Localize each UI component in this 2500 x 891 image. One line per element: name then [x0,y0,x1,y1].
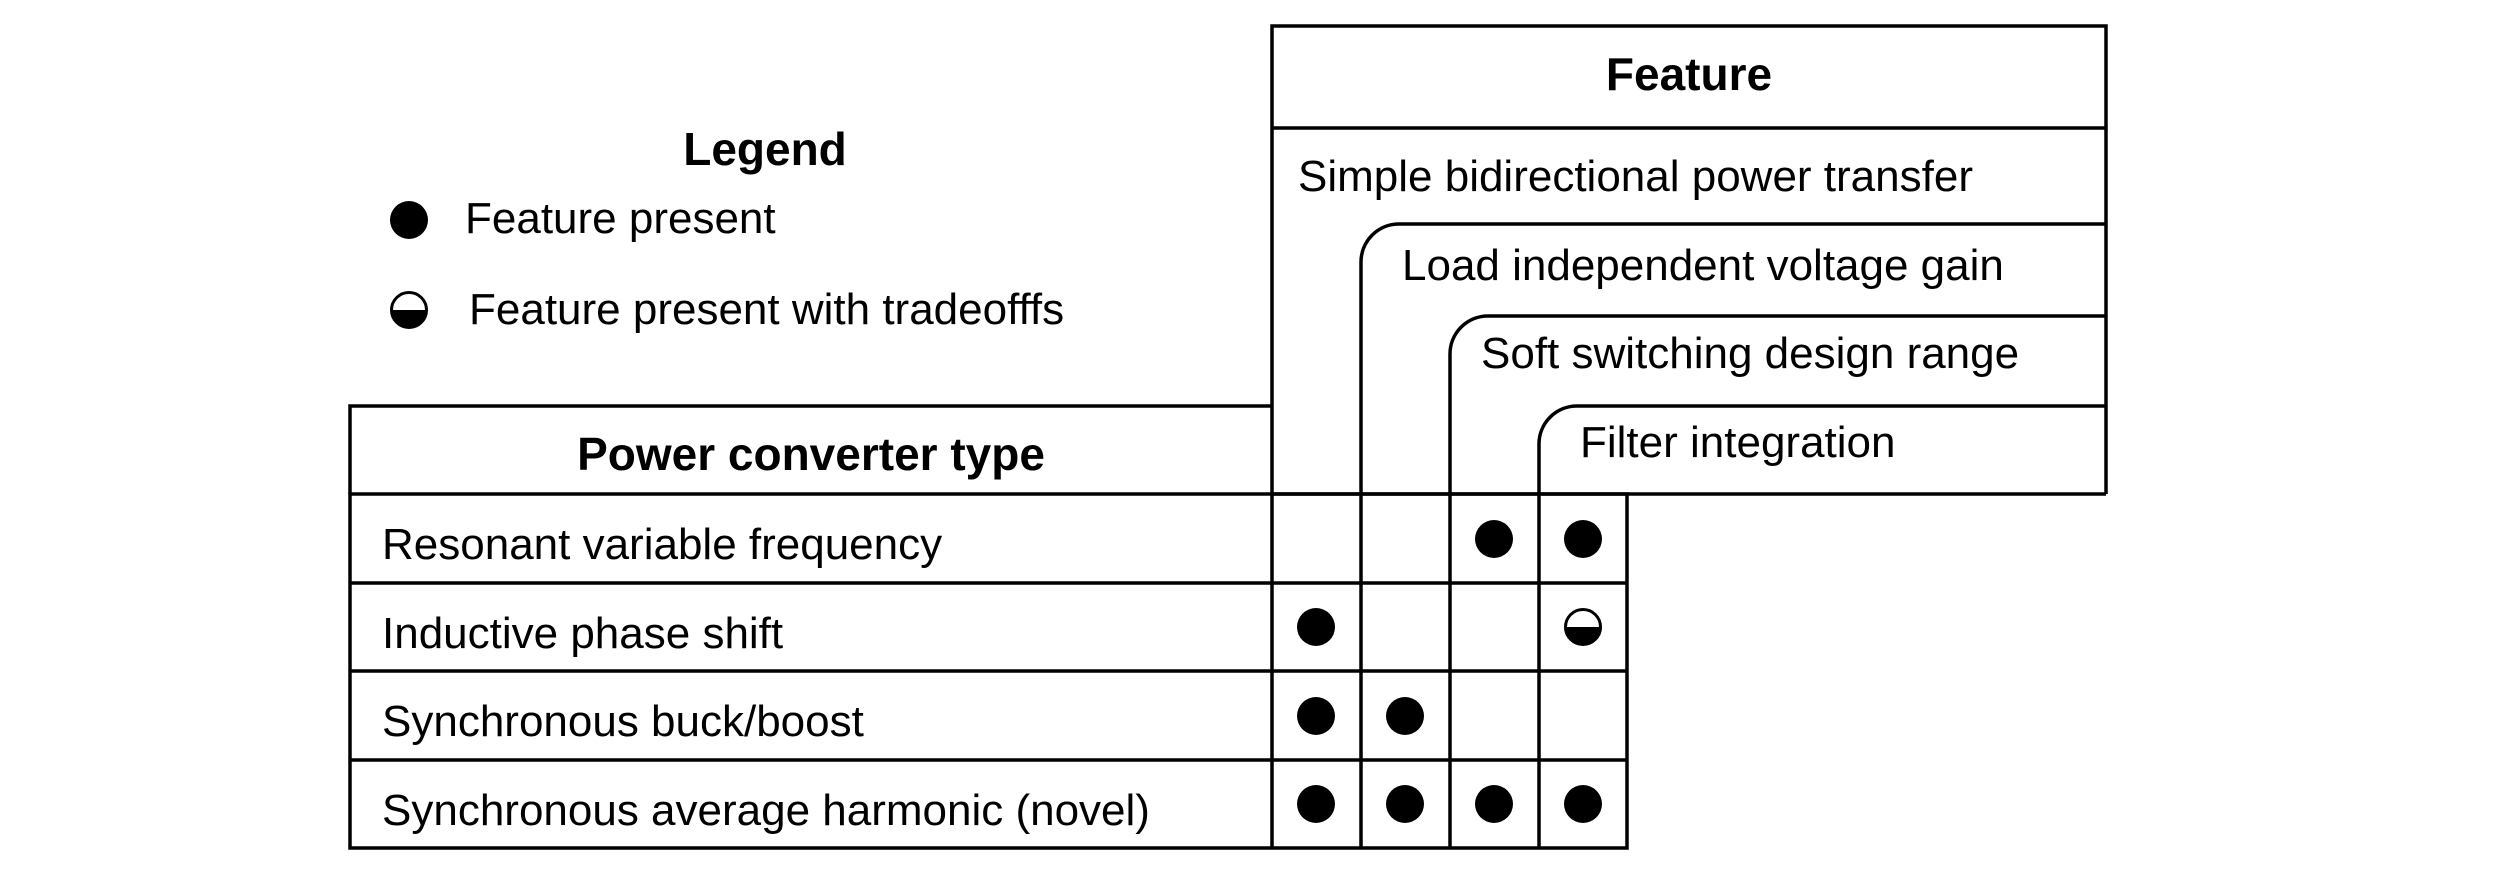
feature-label-bidirectional: Simple bidirectional power transfer [1298,152,1973,201]
filled-circle-icon [1297,697,1335,735]
filled-circle-icon [1297,608,1335,646]
feature-label-filter: Filter integration [1580,418,1895,467]
legend-item-present: Feature present [390,194,776,243]
row-label-inductive: Inductive phase shift [382,609,783,658]
feature-label-soft-switching: Soft switching design range [1481,329,2019,378]
feature-bracket-filter [1537,404,2106,494]
filled-circle-icon [1386,697,1424,735]
row-label-resonant: Resonant variable frequency [382,520,942,569]
filled-circle-icon [1386,785,1424,823]
filled-circle-icon [1475,520,1513,558]
row-label-harmonic: Synchronous average harmonic (novel) [382,786,1150,835]
feature-bracket-soft-switching [1448,314,2106,494]
filled-circle-icon [1564,785,1602,823]
converter-table: Power converter type Resonant variable f… [348,404,1629,850]
filled-circle-icon [390,201,428,239]
feature-bracket-voltage-gain [1359,222,2106,494]
filled-circle-icon [1564,520,1602,558]
feature-header-block: Feature Simple bidirectional power trans… [1270,24,2108,496]
row-label-buck-boost: Synchronous buck/boost [382,697,864,746]
legend-item-label: Feature present [465,194,776,243]
filled-circle-icon [1475,785,1513,823]
legend: Legend Feature present Feature present w… [390,123,1064,334]
legend-title: Legend [683,123,847,175]
legend-item-tradeoffs: Feature present with tradeofffs [390,285,1064,334]
feature-marks [1297,520,1602,823]
legend-item-label: Feature present with tradeofffs [469,285,1064,334]
feature-header: Feature [1606,48,1772,100]
feature-label-voltage-gain: Load independent voltage gain [1402,241,2004,290]
half-filled-circle-icon [390,291,428,329]
half-filled-circle-icon [1564,608,1602,646]
converter-type-header: Power converter type [577,428,1045,480]
filled-circle-icon [1297,785,1335,823]
